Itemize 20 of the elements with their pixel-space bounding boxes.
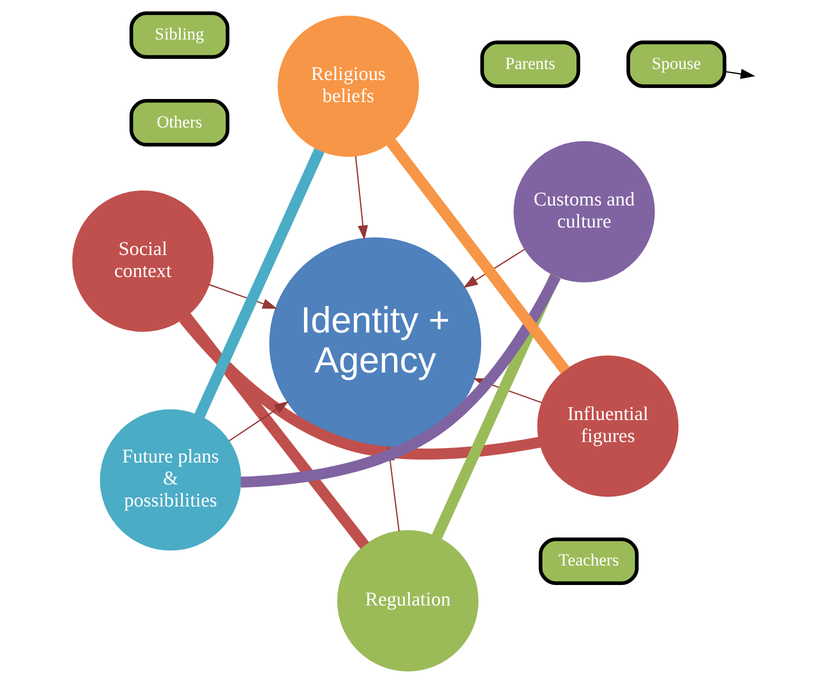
connector	[240, 274, 560, 488]
node-circle: Regulation	[336, 530, 478, 672]
node-box: Teachers	[538, 537, 638, 585]
node-circle: Influential figures	[536, 356, 678, 497]
connector	[181, 313, 369, 549]
node-circle: Identity + Agency	[268, 237, 481, 450]
connector	[386, 138, 570, 374]
arrow	[228, 401, 288, 442]
node-circle: Customs and culture	[513, 141, 654, 282]
connector	[194, 148, 324, 418]
node-circle: Social context	[72, 190, 214, 332]
node-circle: Religious beliefs	[277, 16, 418, 157]
node-box: Parents	[480, 40, 580, 88]
node-box: Others	[129, 99, 229, 147]
node-circle: Future plans & possibilities	[99, 409, 241, 551]
node-box: Sibling	[129, 11, 229, 59]
arrow	[724, 68, 755, 79]
arrow	[354, 156, 368, 240]
node-box: Spouse	[626, 40, 726, 88]
connector	[431, 273, 560, 540]
